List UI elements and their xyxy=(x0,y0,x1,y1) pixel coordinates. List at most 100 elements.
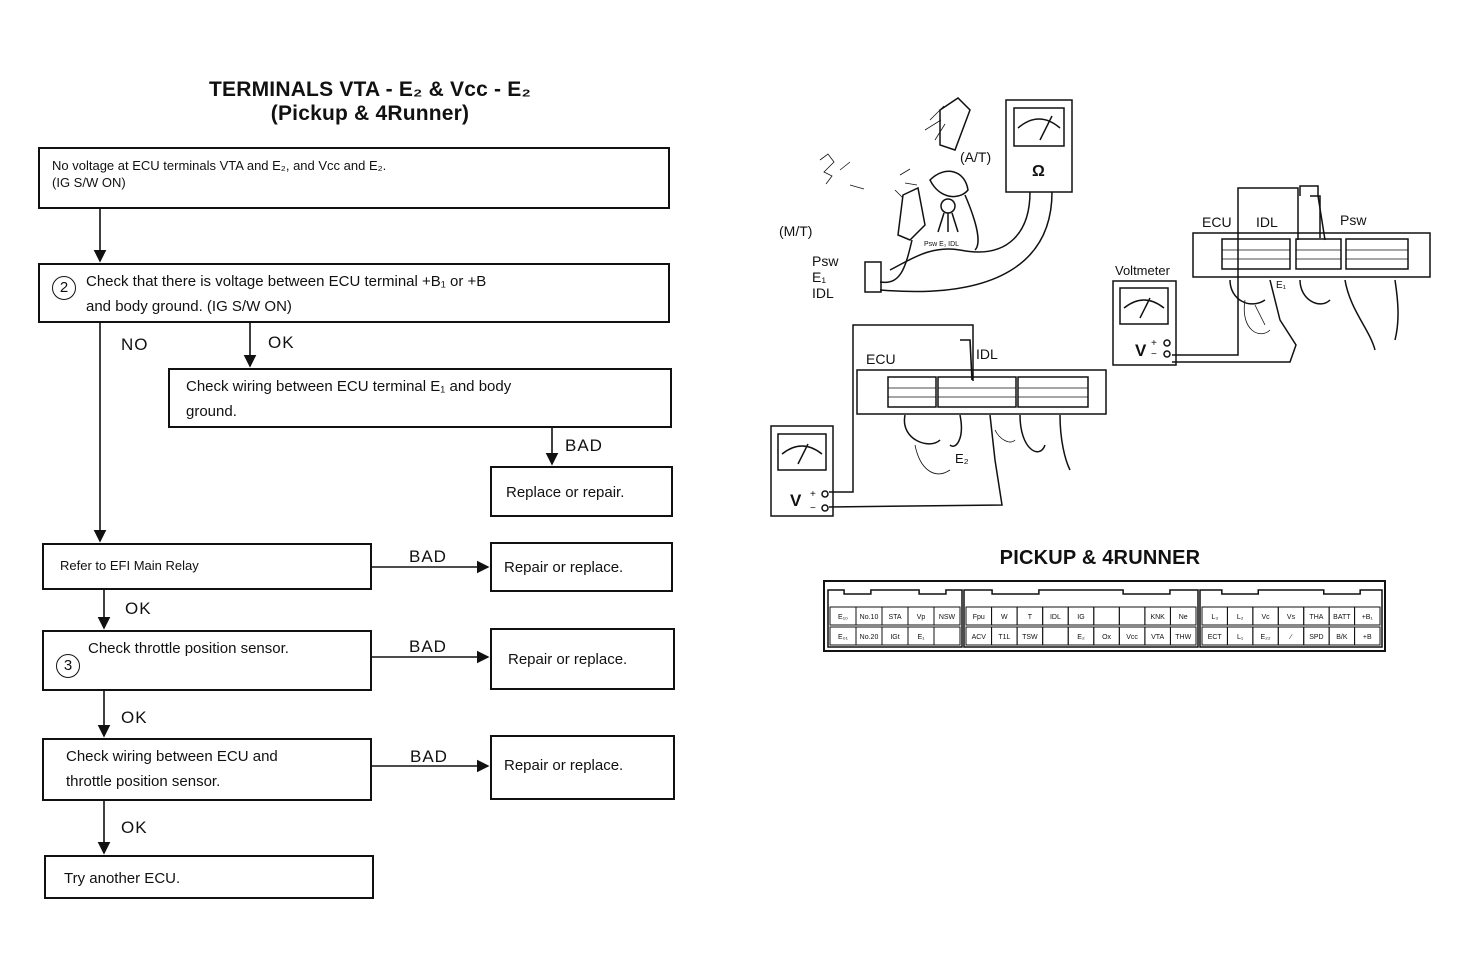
pin-label: TSW xyxy=(1022,634,1038,641)
wiring-tps-line-1: Check wiring between ECU and xyxy=(66,748,278,765)
pin-label: ∕ xyxy=(1288,634,1293,641)
title-line-2: (Pickup & 4Runner) xyxy=(270,102,470,125)
repair-replace-text-1: Repair or replace. xyxy=(504,559,624,576)
pin-cell xyxy=(1303,626,1330,646)
pin-label: E₁ xyxy=(917,634,925,641)
pin-label: Ox xyxy=(1102,634,1111,641)
wire-upper-minus xyxy=(1172,279,1297,363)
pin-cell xyxy=(1226,606,1254,626)
pin-label: B/K xyxy=(1336,634,1348,641)
replace-repair-box: Replace or repair. xyxy=(490,466,673,517)
pin-cell xyxy=(1093,626,1120,646)
pin-cell xyxy=(933,606,961,626)
step2-line-1: Check that there is voltage between ECU … xyxy=(86,273,487,290)
small-connector-plug xyxy=(940,198,956,214)
pin-label: Vc xyxy=(1261,614,1270,621)
plus-upper: + xyxy=(1151,338,1157,349)
pin-cell xyxy=(1252,606,1279,626)
pin-label: E₂₂ xyxy=(1261,634,1271,641)
e2-label-lower: E₂ xyxy=(955,451,969,466)
pin-label: VTA xyxy=(1151,634,1164,641)
connector-group-frame xyxy=(827,589,963,648)
ecu-label-upper: ECU xyxy=(1202,214,1232,230)
ok-label-4: OK xyxy=(121,818,148,837)
start-condition-line-1: No voltage at ECU terminals VTA and E₂, … xyxy=(52,158,387,173)
pin-cell xyxy=(1016,606,1044,626)
throttle-sensor-at xyxy=(939,97,971,151)
repair-replace-box-1: Repair or replace. xyxy=(490,542,673,592)
wiring-tps-line-2: throttle position sensor. xyxy=(66,773,221,790)
ohm-symbol: Ω xyxy=(1032,163,1045,180)
minus-upper: − xyxy=(1151,349,1157,360)
pin-label: Ne xyxy=(1179,614,1188,621)
try-ecu-box: Try another ECU. xyxy=(44,855,374,899)
pin-label: ECT xyxy=(1208,634,1223,641)
pin-cell xyxy=(1067,626,1095,646)
pin-label: BATT xyxy=(1333,614,1351,621)
pin-label: T xyxy=(1028,614,1033,621)
repair-replace-text-3: Repair or replace. xyxy=(504,757,624,774)
pin-cell xyxy=(1252,626,1279,646)
plus-lower: + xyxy=(810,489,816,500)
efi-relay-box: Refer to EFI Main Relay xyxy=(42,543,372,590)
repair-replace-box-2: Repair or replace. xyxy=(490,628,675,690)
pin-label: E₂ xyxy=(1077,634,1085,641)
ecu-label-lower: ECU xyxy=(866,351,896,367)
pin-label: E₀₁ xyxy=(838,634,849,641)
pin-cell xyxy=(991,626,1018,646)
voltmeter-v-lower: V xyxy=(790,491,802,510)
bad-label-4: BAD xyxy=(410,747,448,766)
step-number-2: 2 xyxy=(52,276,76,300)
efi-relay-text: Refer to EFI Main Relay xyxy=(60,558,199,573)
pin-label: Fpu xyxy=(973,614,985,621)
pin-label: No.20 xyxy=(860,634,879,641)
pin-label: KNK xyxy=(1150,614,1165,621)
pin-label: +B xyxy=(1363,634,1372,641)
voltmeter-v-upper: V xyxy=(1135,341,1147,360)
pin-cell xyxy=(1067,606,1095,626)
pin-label: T1L xyxy=(998,634,1010,641)
pin-cell xyxy=(1144,606,1171,626)
pin-cell xyxy=(1303,606,1330,626)
pin-cell xyxy=(1354,626,1381,646)
pin-cell xyxy=(1226,626,1254,646)
pin-label: No.10 xyxy=(860,614,879,621)
step3-box: 3 Check throttle position sensor. xyxy=(42,630,372,691)
connector-group-frame xyxy=(1199,589,1383,648)
start-condition-line-2: (IG S/W ON) xyxy=(52,175,126,190)
connector-diagram-title: PICKUP & 4RUNNER xyxy=(999,547,1201,569)
try-ecu-text: Try another ECU. xyxy=(64,870,181,887)
pin-label: L₃ xyxy=(1211,614,1218,621)
connector-small-label: Psw E₁ IDL xyxy=(924,241,959,248)
repair-replace-text-2: Repair or replace. xyxy=(508,651,628,668)
repair-replace-box-3: Repair or replace. xyxy=(490,735,675,800)
pin-label: +B₁ xyxy=(1362,614,1374,621)
ok-label-2: OK xyxy=(125,599,152,618)
pin-cell xyxy=(855,626,883,646)
pin-label: THA xyxy=(1309,614,1323,621)
pin-cell xyxy=(1169,626,1197,646)
pin-label: Vp xyxy=(917,614,926,621)
pin-cell xyxy=(1144,626,1171,646)
pin-cell xyxy=(855,606,883,626)
page-title: TERMINALS VTA - E₂ & Vcc - E₂ (Pickup & … xyxy=(170,78,570,126)
no-label: NO xyxy=(121,335,149,354)
ohmmeter-body xyxy=(1005,99,1073,193)
pin-cell xyxy=(933,626,961,646)
pin-label: W xyxy=(1001,614,1008,621)
title-line-1: TERMINALS VTA - E₂ & Vcc - E₂ xyxy=(209,78,531,101)
wiring-e1-line-1: Check wiring between ECU terminal E₁ and… xyxy=(186,378,512,395)
voltmeter-upper-body xyxy=(1112,280,1177,366)
pin-label: SPD xyxy=(1309,634,1323,641)
connector-group-frame xyxy=(963,589,1199,648)
psw-label-upper: Psw xyxy=(1340,212,1367,228)
step2-box: 2 Check that there is voltage between EC… xyxy=(38,263,670,323)
start-condition-box: No voltage at ECU terminals VTA and E₂, … xyxy=(38,147,670,209)
pin-label: L₂ xyxy=(1237,614,1244,621)
pin-cell xyxy=(829,606,857,626)
psw-label: Psw xyxy=(812,253,839,269)
e1-label-left: E₁ xyxy=(812,269,826,285)
idl-label-lower: IDL xyxy=(976,346,998,362)
pin-cell xyxy=(965,606,993,626)
ohmmeter-dial xyxy=(1013,107,1065,147)
